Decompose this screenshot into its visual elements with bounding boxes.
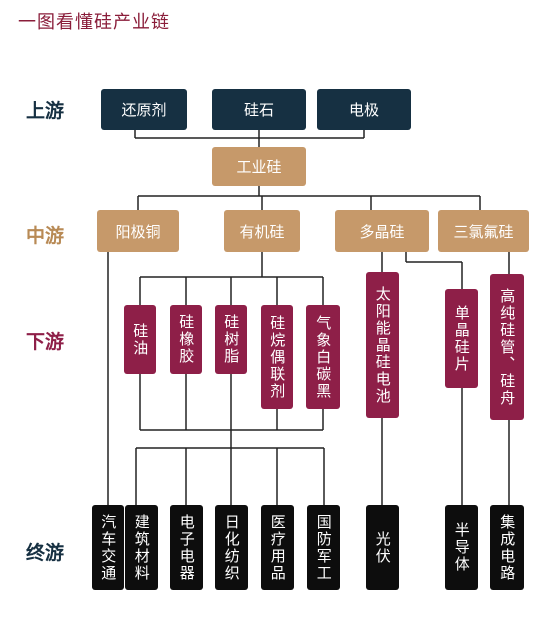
downstream-node-solar-cell: 太阳能晶硅电池 bbox=[366, 272, 399, 418]
terminal-node-semiconductor: 半导体 bbox=[445, 505, 478, 590]
downstream-node-silicone-oil: 硅油 bbox=[124, 305, 156, 374]
terminal-node-automotive: 汽车交通 bbox=[92, 505, 124, 590]
downstream-node-high-purity-tube-boat: 高纯硅管、硅舟 bbox=[490, 274, 524, 420]
stage-label-midstream: 中游 bbox=[26, 225, 65, 247]
terminal-node-integrated-circuit: 集成电路 bbox=[490, 505, 524, 590]
stage-label-terminal: 终游 bbox=[26, 542, 65, 564]
midstream-node-trichlorosilane: 三氯氟硅 bbox=[438, 210, 529, 252]
upstream-node-electrode: 电极 bbox=[317, 89, 411, 130]
midstream-node-anode-copper: 阳极铜 bbox=[97, 210, 179, 252]
upstream-node-reducer: 还原剂 bbox=[101, 89, 187, 130]
downstream-node-silicone-resin: 硅树脂 bbox=[215, 305, 247, 374]
terminal-node-photovoltaic: 光伏 bbox=[366, 505, 399, 590]
downstream-node-fumed-silica: 气象白碳黑 bbox=[306, 305, 340, 409]
terminal-node-building-materials: 建筑材料 bbox=[125, 505, 158, 590]
terminal-node-defense: 国防军工 bbox=[307, 505, 340, 590]
terminal-node-chemicals-textiles: 日化纺织 bbox=[215, 505, 248, 590]
core-node-industrial-silicon: 工业硅 bbox=[212, 147, 306, 186]
upstream-node-silica: 硅石 bbox=[212, 89, 306, 130]
downstream-node-silicone-rubber: 硅橡胶 bbox=[170, 305, 202, 374]
stage-label-upstream: 上游 bbox=[26, 100, 65, 122]
terminal-node-electronics: 电子电器 bbox=[170, 505, 203, 590]
page-title: 一图看懂硅产业链 bbox=[18, 12, 170, 33]
midstream-node-polysilicon: 多晶硅 bbox=[335, 210, 429, 252]
downstream-node-monocrystalline-wafer: 单晶硅片 bbox=[445, 289, 478, 388]
stage-label-downstream: 下游 bbox=[26, 331, 65, 353]
downstream-node-silane-coupling-agent: 硅烷偶联剂 bbox=[261, 305, 293, 409]
terminal-node-medical: 医疗用品 bbox=[261, 505, 294, 590]
midstream-node-organosilicon: 有机硅 bbox=[224, 210, 300, 252]
